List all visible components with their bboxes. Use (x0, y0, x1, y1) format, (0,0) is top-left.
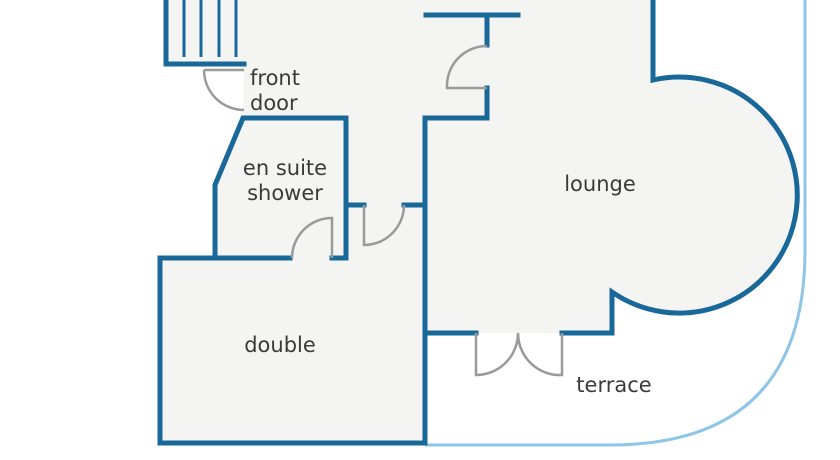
door-double[interactable] (362, 204, 406, 247)
label-en-suite-1: en suite (243, 156, 327, 180)
staircase (163, 0, 247, 67)
floor-area (160, 0, 798, 443)
door-hall-upper[interactable] (445, 44, 488, 90)
label-lounge: lounge (564, 172, 636, 196)
door-front[interactable] (202, 68, 245, 112)
walls (157, 0, 800, 446)
label-front-door-1: front (250, 66, 300, 90)
label-terrace: terrace (576, 373, 651, 397)
terrace-outline (425, 0, 807, 447)
door-en-suite[interactable] (290, 216, 334, 259)
label-front-door-2: door (250, 91, 298, 115)
label-en-suite-2: shower (247, 181, 323, 205)
label-double: double (244, 333, 316, 357)
door-terrace[interactable] (474, 332, 564, 377)
